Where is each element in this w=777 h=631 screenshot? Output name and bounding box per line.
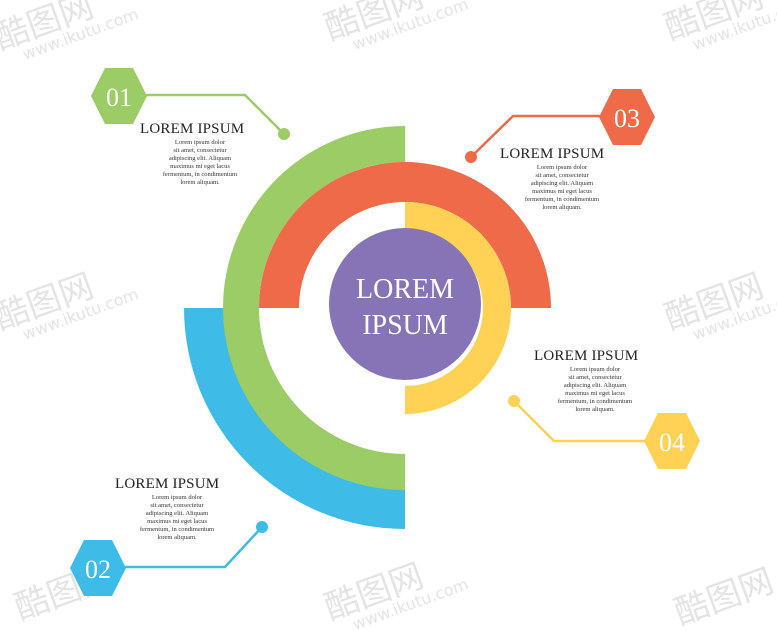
block-title: LOREM IPSUM (500, 146, 605, 162)
watermark-brand: 酷图网 (669, 561, 777, 631)
connector-dot-03 (465, 151, 477, 163)
block-body: Lorem ipsum dolor sit amet, consectetur … (162, 139, 238, 187)
badge-02: 02 (70, 540, 126, 596)
block-body: Lorem ipsum dolor sit amet, consectetur … (139, 494, 215, 542)
connector-dot-04 (508, 395, 520, 407)
text-block-01: LOREM IPSUM Lorem ipsum dolor sit amet, … (140, 121, 250, 188)
badge-number-02: 02 (85, 555, 111, 584)
text-block-03: LOREM IPSUM Lorem ipsum dolor sit amet, … (500, 146, 612, 213)
connector-04 (513, 400, 655, 443)
badge-number-04: 04 (659, 428, 685, 457)
badge-number-01: 01 (106, 83, 132, 112)
text-block-04: LOREM IPSUM Lorem ipsum dolor sit amet, … (534, 348, 645, 415)
center-title-line2: IPSUM (362, 310, 448, 341)
badge-04: 04 (644, 413, 700, 469)
hexagon-01 (91, 68, 147, 124)
connector-03 (470, 114, 610, 158)
center-title-line1: LOREM (356, 274, 454, 305)
hexagon-04 (644, 413, 700, 469)
badge-number-03: 03 (614, 104, 640, 133)
connector-dot-01 (278, 128, 290, 140)
hexagon-03 (599, 89, 655, 145)
block-title: LOREM IPSUM (140, 121, 245, 137)
connector-02 (125, 526, 263, 569)
block-body: Lorem ipsum dolor sit amet, consectetur … (557, 366, 633, 414)
ring-yellow (405, 202, 511, 414)
ring-blue (184, 308, 405, 529)
hexagon-02 (70, 540, 126, 596)
text-block-02: LOREM IPSUM Lorem ipsum dolor sit amet, … (115, 476, 227, 543)
connector-dot-02 (256, 521, 268, 533)
block-title: LOREM IPSUM (115, 476, 220, 492)
center-circle (329, 228, 481, 380)
ring-orange (259, 162, 551, 308)
badge-01: 01 (91, 68, 147, 124)
block-title: LOREM IPSUM (534, 348, 639, 364)
badge-03: 03 (599, 89, 655, 145)
ring-green (223, 126, 405, 490)
connector-01 (140, 93, 285, 135)
block-body: Lorem ipsum dolor sit amet, consectetur … (524, 164, 600, 212)
